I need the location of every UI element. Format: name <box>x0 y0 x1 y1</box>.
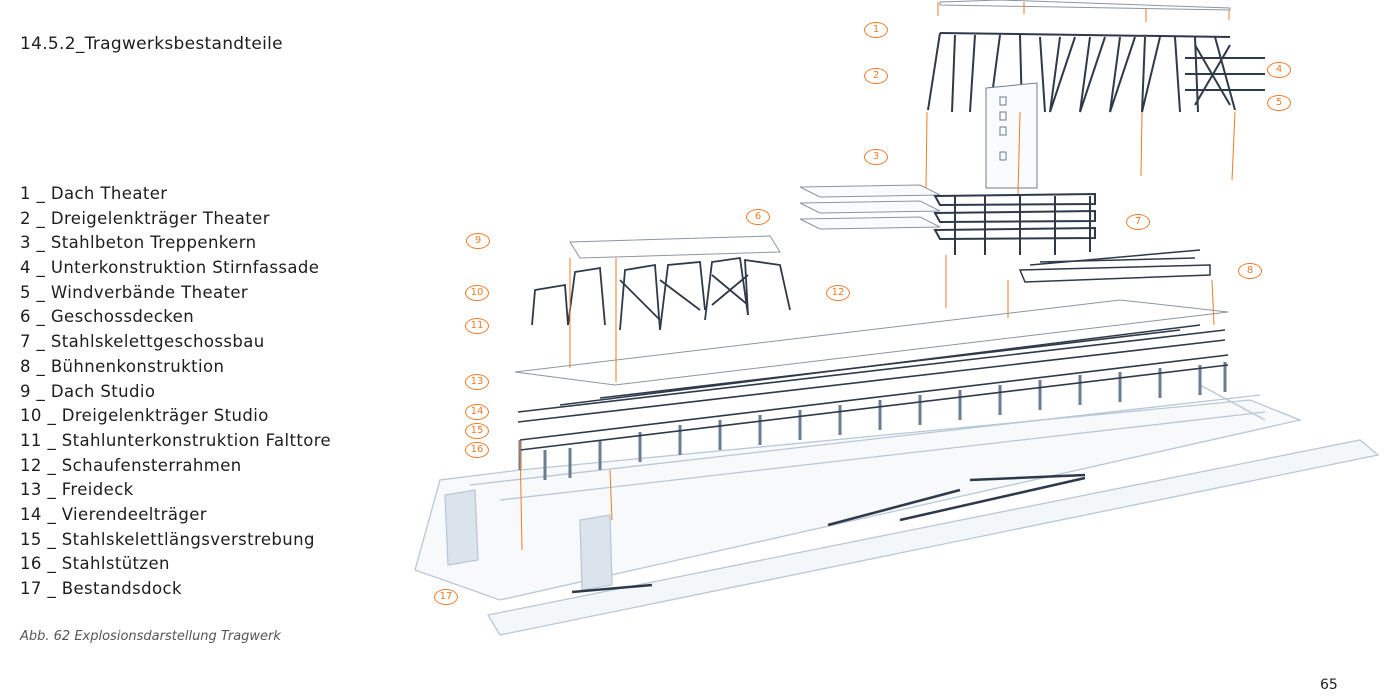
page-number: 65 <box>1320 677 1338 693</box>
theater-frames <box>927 32 1265 113</box>
legend-item: 7 _ Stahlskelettgeschossbau <box>20 332 265 352</box>
marker-8: 8 <box>1238 263 1262 279</box>
legend-item: 1 _ Dach Theater <box>20 184 168 203</box>
legend-item: 10 _ Dreigelenkträger Studio <box>20 406 269 426</box>
dock-base <box>414 384 1380 636</box>
stair-core <box>985 82 1038 189</box>
legend-item: 4 _ Unterkonstruktion Stirnfassade <box>20 258 320 278</box>
vierendeel-beams <box>517 324 1229 451</box>
freideck-plane <box>514 299 1229 386</box>
marker-13: 13 <box>465 374 489 390</box>
marker-16: 16 <box>465 442 489 458</box>
studio-frames <box>531 235 791 331</box>
marker-2: 2 <box>864 68 888 84</box>
marker-1: 1 <box>864 22 888 38</box>
marker-17: 17 <box>434 589 458 605</box>
marker-7: 7 <box>1126 214 1150 230</box>
marker-10: 10 <box>465 285 489 301</box>
marker-4: 4 <box>1267 62 1291 78</box>
legend-item: 14 _ Vierendeelträger <box>20 504 207 524</box>
floor-slabs <box>799 184 941 230</box>
assembly-arrows <box>519 2 1236 551</box>
dock-trusses <box>571 473 1086 594</box>
legend-item: 8 _ Bühnenkonstruktion <box>20 356 225 376</box>
section-heading: 14.5.2_Tragwerksbestandteile <box>20 34 283 54</box>
component-legend: 1 _ Dach Theater 2 _ Dreigelenkträger Th… <box>20 182 331 602</box>
legend-item: 2 _ Dreigelenkträger Theater <box>20 208 270 228</box>
marker-14: 14 <box>465 404 489 420</box>
legend-item: 12 _ Schaufensterrahmen <box>20 455 242 475</box>
legend-item: 6 _ Geschossdecken <box>20 307 195 327</box>
marker-12: 12 <box>826 285 850 301</box>
marker-15: 15 <box>465 423 489 439</box>
legend-item: 9 _ Dach Studio <box>20 381 156 401</box>
legend-item: 17 _ Bestandsdock <box>20 579 182 598</box>
marker-3: 3 <box>864 149 888 165</box>
steel-skeleton <box>933 192 1096 255</box>
legend-item: 11 _ Stahlunterkonstruktion Falttore <box>20 430 332 450</box>
theater-roof-plane <box>939 0 1231 11</box>
legend-item: 15 _ Stahlskelettlängsverstrebung <box>20 529 315 549</box>
marker-11: 11 <box>465 318 489 334</box>
legend-item: 5 _ Windverbände Theater <box>20 282 249 302</box>
marker-6: 6 <box>746 209 770 225</box>
legend-item: 16 _ Stahlstützen <box>20 554 170 574</box>
marker-5: 5 <box>1267 95 1291 111</box>
figure-caption: Abb. 62 Explosionsdarstellung Tragwerk <box>20 629 281 644</box>
legend-item: 3 _ Stahlbeton Treppenkern <box>20 233 257 253</box>
legend-item: 13 _ Freideck <box>20 480 134 500</box>
marker-9: 9 <box>466 233 490 249</box>
stage-construction <box>1018 249 1211 283</box>
